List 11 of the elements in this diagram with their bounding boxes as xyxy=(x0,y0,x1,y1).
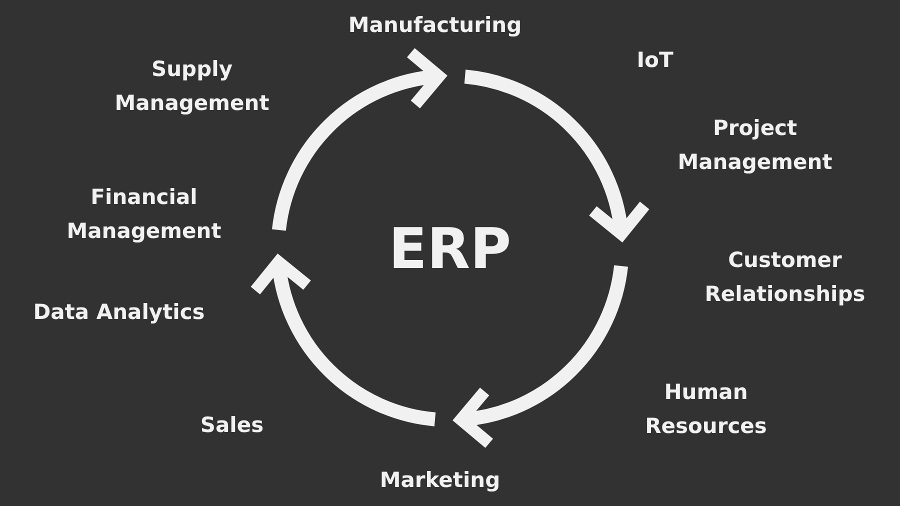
module-label: Marketing xyxy=(380,467,500,494)
module-label: Human Resources xyxy=(645,379,767,440)
center-title: ERP xyxy=(388,218,512,282)
module-label: Financial Management xyxy=(66,184,222,245)
module-label: IoT xyxy=(636,47,674,74)
module-label: Sales xyxy=(200,412,264,439)
module-label: Supply Management xyxy=(114,56,270,117)
module-label: Data Analytics xyxy=(33,299,205,326)
module-label: Project Management xyxy=(678,115,832,176)
module-label: Manufacturing xyxy=(348,12,522,39)
module-label: Customer Relationships xyxy=(704,247,866,308)
